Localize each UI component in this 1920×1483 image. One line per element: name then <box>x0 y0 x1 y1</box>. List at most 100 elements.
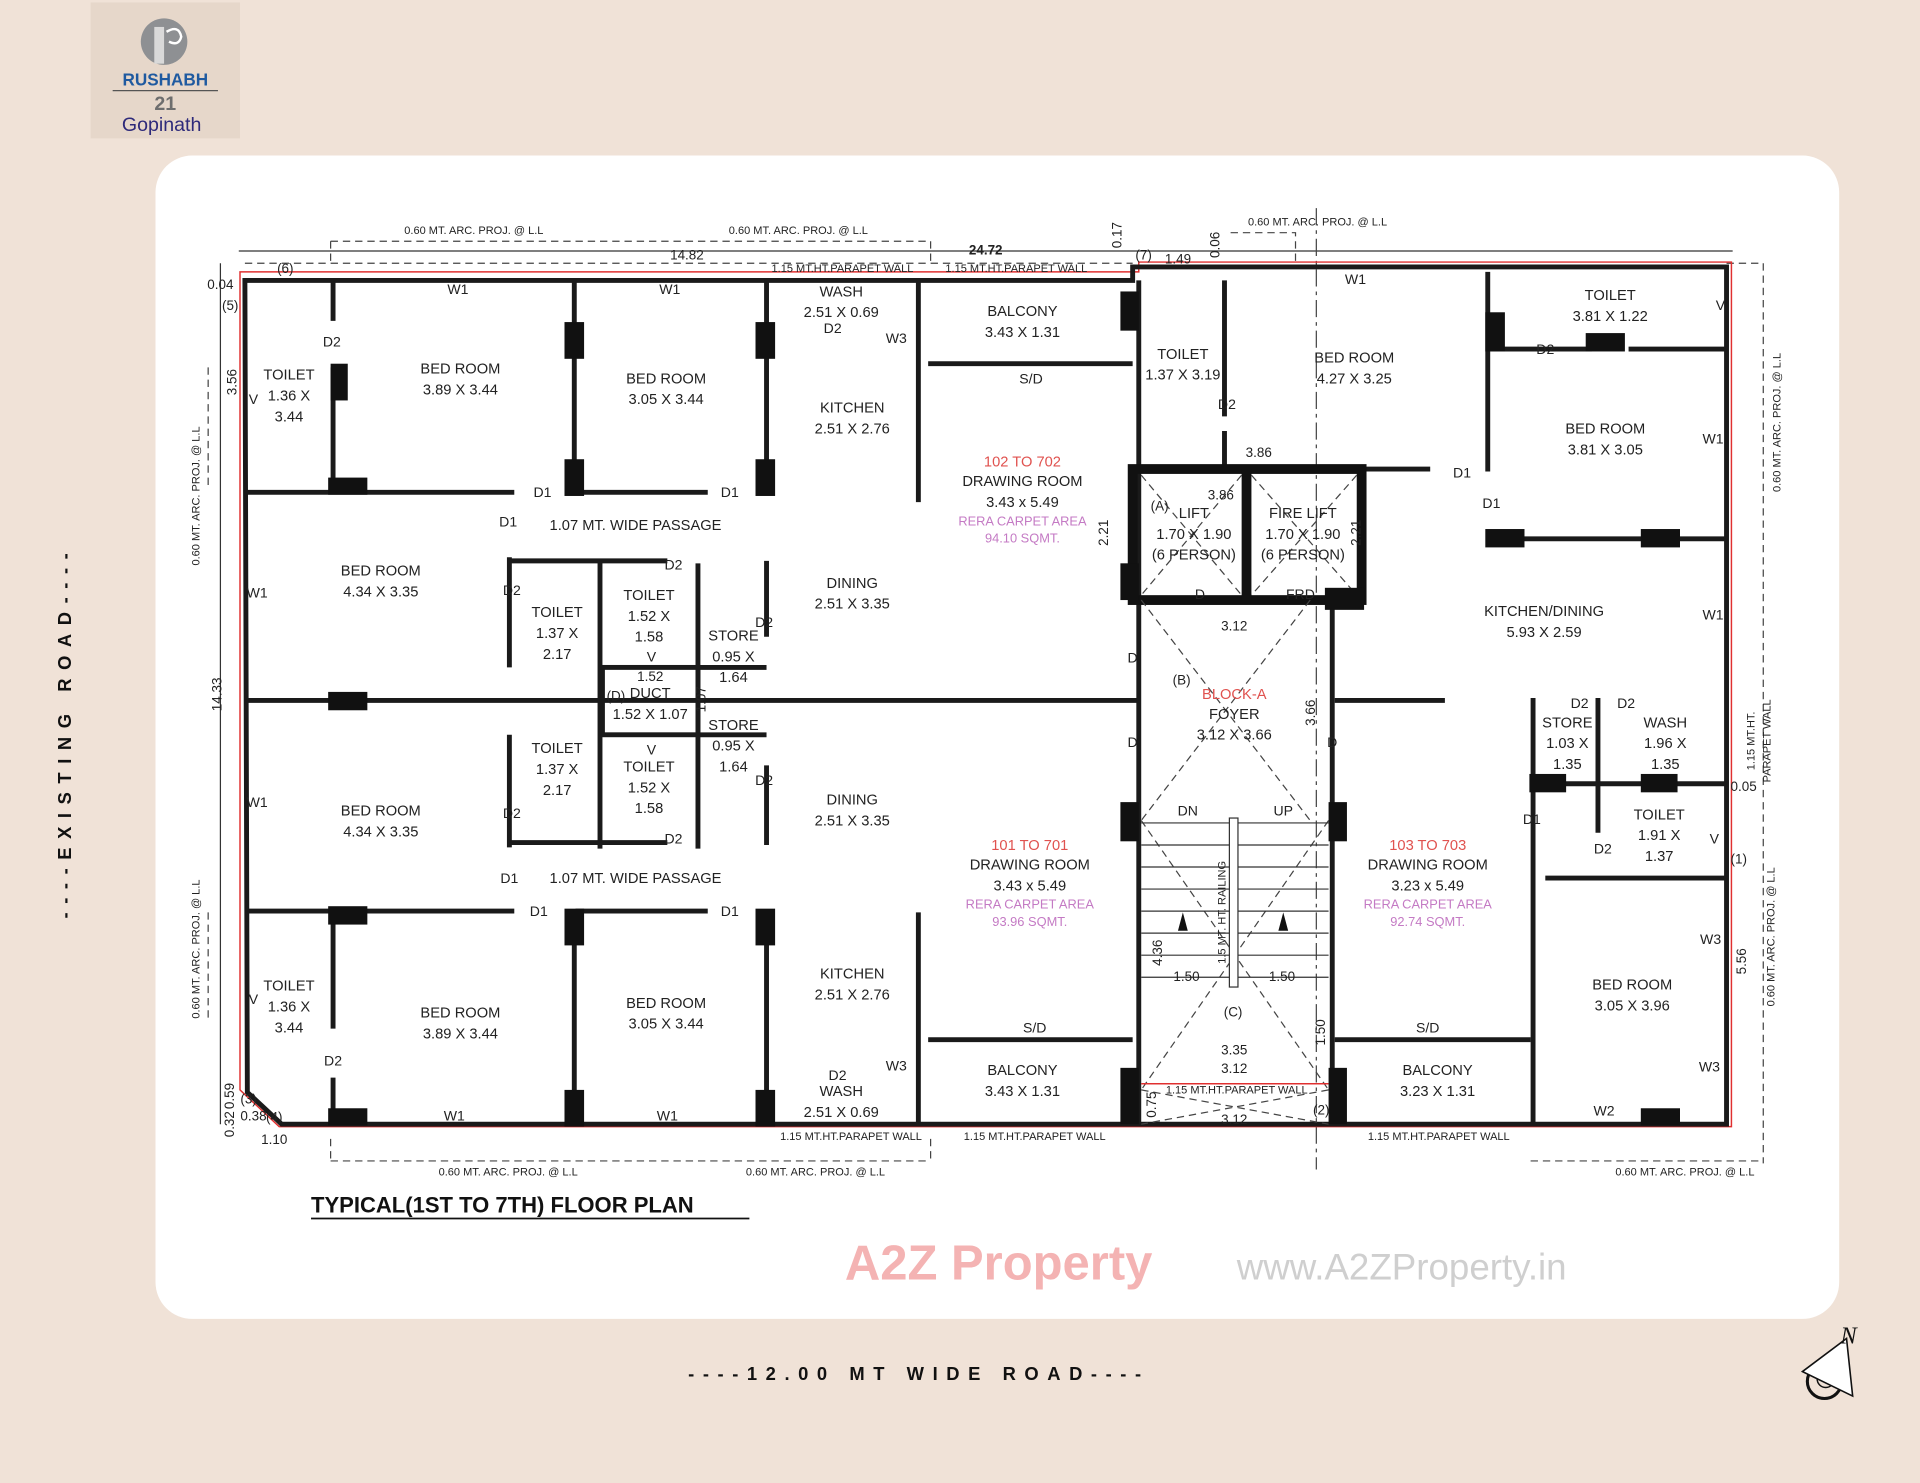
room-size: 1.03 X <box>1546 736 1589 752</box>
dimension-label: 0.17 <box>1110 222 1125 248</box>
room-name: BED ROOM <box>1314 350 1394 366</box>
room-name: TOILET <box>623 760 674 776</box>
plan-title: TYPICAL(1ST TO 7TH) FLOOR PLAN <box>311 1192 694 1217</box>
room-name: BALCONY <box>1402 1063 1472 1079</box>
room-size: 4.34 X 3.35 <box>343 584 418 600</box>
dimension-label: 3.66 <box>1303 700 1318 726</box>
door-window-label: D2 <box>829 1067 847 1083</box>
annotation-labels: 0.60 MT. ARC. PROJ. @ L.L 0.60 MT. ARC. P… <box>191 216 1784 1178</box>
door-window-label: W1 <box>1702 607 1723 623</box>
room-name: KITCHEN/DINING <box>1484 604 1604 620</box>
dimension-label: 3.86 <box>1208 488 1234 503</box>
dimension-label: 0.05 <box>1731 779 1757 794</box>
door-window-label: W2 <box>1594 1103 1615 1119</box>
room-name: FIRE LIFT <box>1269 506 1337 522</box>
columns <box>328 291 1680 1127</box>
door-window-label: V <box>249 991 259 1007</box>
dimension-label: 14.33 <box>210 677 225 711</box>
dimension-label: 0.32 <box>222 1111 237 1137</box>
door-window-label: V <box>647 741 657 757</box>
compass-label: N <box>1839 1322 1858 1349</box>
room-label: KITCHEN/DINING 5.93 X 2.59 <box>1484 604 1604 641</box>
room-size: 3.44 <box>275 1020 304 1036</box>
door-window-label: W3 <box>1699 1059 1720 1075</box>
room-size: 2.51 X 2.76 <box>815 422 890 438</box>
door-window-label: D <box>1128 734 1138 750</box>
door-window-label: D2 <box>503 805 521 821</box>
room-name: KITCHEN <box>820 966 884 982</box>
room-name: BED ROOM <box>341 804 421 820</box>
door-window-label: FRD <box>1286 586 1315 602</box>
room-size: 1.36 X <box>268 1000 311 1016</box>
room-size: 1.37 X <box>536 762 579 778</box>
dimension-label: 1.50 <box>1313 1019 1328 1045</box>
door-window-label: D1 <box>500 870 518 886</box>
room-size: 2.51 X 0.69 <box>804 305 879 321</box>
dimension-label: (C) <box>1224 1004 1243 1019</box>
dimension-label: 3.12 <box>1221 1112 1247 1127</box>
dimension-label: 1.50 <box>1173 969 1199 984</box>
carpet-area-value: 92.74 SQMT. <box>1390 914 1465 929</box>
door-window-label: S/D <box>1023 1019 1046 1035</box>
parapet-wall-label: 1.15 MT.HT.PARAPET WALL <box>1368 1131 1510 1143</box>
room-name: BED ROOM <box>341 564 421 580</box>
room-size: 2.51 X 3.35 <box>815 597 890 613</box>
room-name: WASH <box>819 1084 863 1100</box>
room-name: STORE <box>1542 715 1593 731</box>
room-size: 3.43 X 1.31 <box>985 1084 1060 1100</box>
room-size: 3.43 x 5.49 <box>986 495 1059 511</box>
room-name: STORE <box>708 628 759 644</box>
arc-projection-label: 0.60 MT. ARC. PROJ. @ L.L <box>191 426 203 565</box>
room-name: DRAWING ROOM <box>1368 857 1488 873</box>
room-size: 1.70 X 1.90 <box>1265 527 1340 543</box>
parapet-wall-label: 1.15 MT.HT.PARAPET WALL <box>772 263 914 275</box>
door-window-label: D2 <box>1617 695 1635 711</box>
door-window-label: D2 <box>503 582 521 598</box>
room-size: 3.44 <box>275 409 304 425</box>
room-size: 3.23 X 1.31 <box>1400 1084 1475 1100</box>
door-window-label: W3 <box>886 1057 907 1073</box>
room-name: WASH <box>819 284 863 300</box>
room-name: WASH <box>1644 715 1688 731</box>
unit-range-label: 102 TO 702 <box>984 455 1061 471</box>
room-name: FOYER <box>1209 707 1260 723</box>
door-window-label: D1 <box>1453 465 1471 481</box>
arc-projection-label: 0.60 MT. ARC. PROJ. @ L.L <box>1248 216 1387 228</box>
stair-treads <box>1141 817 1329 988</box>
room-size: 1.52 X 1.07 <box>613 707 688 723</box>
dimension-label: (2) <box>1313 1102 1329 1117</box>
room-size: (6 PERSON) <box>1152 548 1236 564</box>
room-name: BED ROOM <box>420 1006 500 1022</box>
arc-projection-label: 0.60 MT. ARC. PROJ. @ L.L <box>1771 353 1783 492</box>
room-size: 1.96 X <box>1644 736 1687 752</box>
door-window-label: D1 <box>1482 495 1500 511</box>
room-size: 1.70 X 1.90 <box>1156 527 1231 543</box>
logo-number: 21 <box>154 93 176 115</box>
north-arrow-icon: N <box>1800 1322 1858 1401</box>
dimension-label: 2.21 <box>1096 520 1111 546</box>
room-size: 3.43 X 1.31 <box>985 325 1060 341</box>
room-name: BED ROOM <box>626 996 706 1012</box>
dimension-label: (4) <box>266 1110 282 1125</box>
railing-label: 1.5 MT. HT. RAILING <box>1217 861 1229 964</box>
room-name: LIFT <box>1179 506 1209 522</box>
logo-brand: RUSHABH <box>122 70 208 90</box>
room-size: 5.93 X 2.59 <box>1507 625 1582 641</box>
dimension-label: (A) <box>1151 499 1169 514</box>
room-size: 3.05 X 3.96 <box>1595 998 1670 1014</box>
room-size: 4.27 X 3.25 <box>1317 371 1392 387</box>
door-window-label: W3 <box>1700 931 1721 947</box>
